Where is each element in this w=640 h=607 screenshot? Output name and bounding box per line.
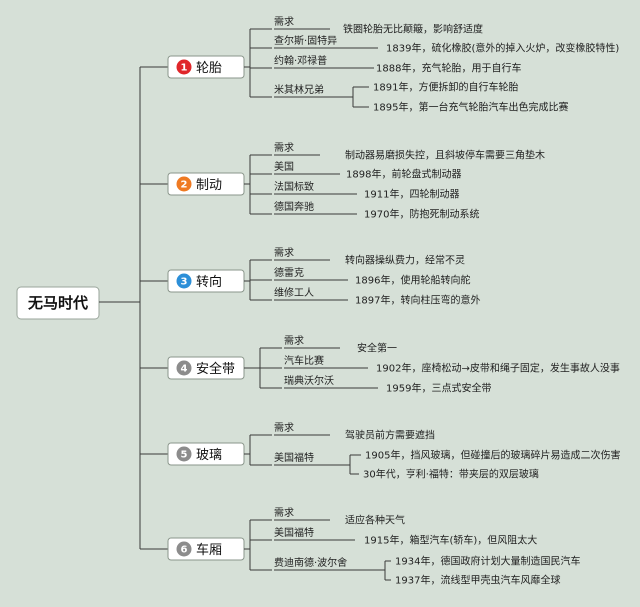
key-label: 德国奔驰 (274, 200, 314, 213)
event-text: 30年代，亨利·福特：带夹层的双层玻璃 (363, 468, 539, 481)
key-label: 需求 (274, 507, 294, 519)
event-text: 1911年，四轮制动器 (364, 188, 459, 201)
key-label: 需求 (284, 335, 304, 347)
key-label: 需求 (274, 16, 294, 28)
key-label: 法国标致 (274, 180, 314, 193)
event-text: 1970年，防抱死制动系统 (364, 208, 479, 221)
event-text: 1897年，转向柱压弯的意外 (355, 294, 480, 307)
category-number-badge (176, 446, 192, 462)
category-number-badge (176, 360, 192, 376)
key-label: 需求 (274, 247, 294, 259)
category-number: 3 (181, 277, 188, 288)
category-label: 安全带 (196, 361, 235, 377)
event-text: 1888年，充气轮胎，用于自行车 (376, 62, 521, 75)
category-number: 5 (181, 450, 188, 461)
key-label: 需求 (274, 142, 294, 154)
category-number-badge (176, 176, 192, 192)
key-label: 维修工人 (274, 286, 314, 299)
category-label: 车厢 (196, 542, 222, 558)
key-label: 美国 (274, 160, 294, 173)
event-text: 驾驶员前方需要遮挡 (345, 429, 435, 442)
category-number: 4 (181, 364, 188, 375)
root-label: 无马时代 (27, 294, 88, 312)
key-label: 米其林兄弟 (274, 83, 324, 96)
key-label: 费迪南德·波尔舍 (274, 556, 347, 569)
event-text: 1937年，流线型甲壳虫汽车风靡全球 (395, 574, 560, 587)
key-label: 美国福特 (274, 526, 314, 539)
event-text: 1959年，三点式安全带 (386, 382, 491, 395)
key-label: 瑞典沃尔沃 (284, 374, 334, 387)
event-text: 1896年，使用轮船转向舵 (355, 274, 470, 287)
event-text: 1839年，硫化橡胶(意外的掉入火炉，改变橡胶特性) (386, 42, 619, 55)
category-label: 转向 (196, 274, 222, 290)
event-text: 铁圈轮胎无比颠簸，影响舒适度 (343, 23, 483, 36)
event-text: 1915年，箱型汽车(轿车)，但风阻太大 (364, 534, 537, 547)
key-label: 查尔斯·固特异 (274, 34, 337, 47)
event-text: 转向器操纵费力，经常不灵 (345, 254, 465, 267)
category-label: 玻璃 (196, 448, 222, 463)
event-text: 安全第一 (357, 342, 397, 355)
category-number: 6 (181, 545, 188, 556)
category-number: 2 (181, 180, 188, 191)
event-text: 1934年，德国政府计划大量制造国民汽车 (395, 555, 580, 568)
key-label: 德雷克 (274, 266, 304, 279)
key-label: 汽车比赛 (284, 354, 324, 367)
key-label: 需求 (274, 422, 294, 434)
category-number-badge (176, 273, 192, 289)
key-label: 约翰·邓禄普 (274, 54, 327, 67)
event-text: 1902年，座椅松动→皮带和绳子固定，发生事故人没事 (376, 362, 620, 375)
event-text: 1898年，前轮盘式制动器 (346, 168, 461, 181)
event-text: 1891年，方便拆卸的自行车轮胎 (373, 81, 518, 94)
category-label: 制动 (196, 178, 222, 193)
category-number-badge (176, 59, 192, 75)
event-text: 1895年，第一台充气轮胎汽车出色完成比赛 (373, 101, 568, 114)
key-label: 美国福特 (274, 451, 314, 464)
event-text: 适应各种天气 (345, 514, 405, 527)
category-number: 1 (181, 63, 188, 74)
event-text: 1905年，挡风玻璃，但碰撞后的玻璃碎片易造成二次伤害 (365, 449, 620, 462)
category-label: 轮胎 (196, 61, 222, 76)
event-text: 制动器易磨损失控，且斜坡停车需要三角垫木 (345, 149, 545, 162)
root-node (16, 286, 100, 320)
category-number-badge (176, 541, 192, 557)
